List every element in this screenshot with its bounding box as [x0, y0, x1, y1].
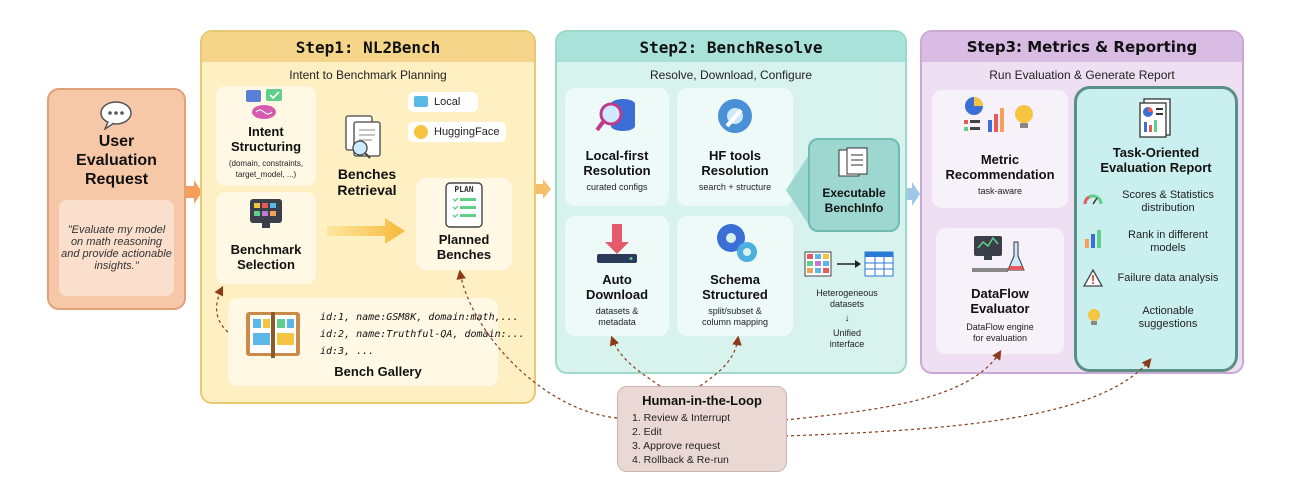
schema-sub: split/subset & column mapping [701, 306, 769, 327]
report-item-failure: Failure data analysis [1117, 272, 1219, 284]
plan-clipboard-icon [445, 182, 483, 228]
user-request-box: User Evaluation Request "Evaluate my mod… [47, 88, 186, 310]
speech-bubble-icon [100, 101, 132, 130]
folder-icon [414, 96, 428, 107]
step3-title: Step3: Metrics & Reporting [966, 38, 1198, 56]
local-first-sub: curated configs [586, 182, 648, 192]
hitl-item: 2. Edit [632, 426, 662, 438]
source-local: Local [408, 92, 478, 112]
step2-subtitle: Resolve, Download, Configure [649, 68, 813, 82]
evaluator-title: DataFlow Evaluator [970, 286, 1030, 316]
human-in-the-loop-box: Human-in-the-Loop 1. Review & Interrupt … [617, 386, 787, 472]
selection-screen-icon [250, 199, 282, 228]
intent-brain-icon [246, 89, 282, 119]
hf-tools-card: HF tools Resolution search + structure [677, 88, 793, 206]
auto-download-card: Auto Download datasets & metadata [565, 216, 669, 336]
exec-pointer [786, 150, 812, 230]
metrics-chart-icon [964, 97, 1033, 132]
unified-label: Unified interface [829, 328, 865, 349]
wrench-gear-icon [718, 99, 752, 133]
gallery-line-3: id:3, ... [320, 346, 375, 357]
step1-title: Step1: NL2Bench [295, 38, 441, 57]
report-title: Task-Oriented Evaluation Report [1100, 145, 1212, 175]
metric-recommendation-card: Metric Recommendation task-aware [932, 90, 1068, 208]
planned-title: Planned Benches [436, 232, 492, 262]
huggingface-icon [414, 125, 428, 139]
step2-title: Step2: BenchResolve [639, 38, 823, 57]
metric-title: Metric Recommendation [945, 152, 1055, 182]
gears-icon [717, 224, 757, 262]
selection-title: Benchmark Selection [230, 242, 302, 272]
warning-icon [1083, 269, 1103, 287]
local-first-card: Local-first Resolution curated configs [565, 88, 669, 206]
hetero-label: Heterogeneous datasets [816, 288, 878, 309]
table-transform-icon [804, 251, 894, 277]
step3-subtitle: Run Evaluation & Generate Report [989, 68, 1175, 82]
hitl-item: 4. Rollback & Re-run [632, 454, 729, 466]
report-item-suggestions: Actionable suggestions [1138, 305, 1198, 330]
user-title: User Evaluation Request [76, 133, 157, 188]
gallery-line-2: id:2, name:Truthful-QA, domain:... [320, 329, 525, 340]
step1-subtitle: Intent to Benchmark Planning [289, 68, 447, 82]
arrow-step2-to-step3 [905, 182, 920, 206]
source-huggingface: HuggingFace [408, 122, 506, 142]
executable-title: Executable BenchInfo [822, 186, 886, 215]
retrieval-documents-icon [345, 115, 381, 159]
intent-structuring-card: Intent Structuring (domain, constraints,… [216, 86, 316, 186]
hitl-item: 1. Review & Interrupt [632, 412, 731, 424]
report-document-icon [1139, 98, 1171, 138]
intent-title: Intent Structuring [230, 124, 302, 154]
gallery-book-icon [246, 312, 300, 358]
step1-panel: Step1: NL2Bench Intent to Benchmark Plan… [200, 30, 536, 404]
local-first-title: Local-first Resolution [583, 148, 651, 178]
gallery-title: Bench Gallery [334, 364, 422, 379]
hitl-title: Human-in-the-Loop [642, 393, 762, 408]
evaluator-lab-icon [972, 236, 1025, 272]
database-search-icon [595, 99, 635, 132]
download-icon [597, 224, 637, 263]
hetero-down-arrow: ↓ [844, 313, 850, 324]
evaluator-sub: DataFlow engine for evaluation [966, 322, 1034, 343]
hf-tools-sub: search + structure [698, 182, 772, 192]
retrieval-arrow [327, 218, 405, 244]
intent-sub: (domain, constraints, target_model, ...) [228, 159, 304, 179]
executable-benchinfo-box: Executable BenchInfo [808, 138, 900, 232]
auto-download-title: Auto Download [585, 272, 649, 302]
hitl-item: 3. Approve request [632, 440, 721, 452]
rank-chart-icon [1085, 230, 1101, 248]
report-item-scores: Scores & Statistics distribution [1122, 189, 1214, 214]
documents-icon [838, 147, 868, 177]
dataflow-evaluator-card: DataFlow Evaluator DataFlow engine for e… [936, 228, 1064, 354]
gauge-icon [1083, 194, 1103, 205]
hf-tools-title: HF tools Resolution [701, 148, 769, 178]
benchmark-selection-card: Benchmark Selection [216, 192, 316, 284]
hitl-list: 1. Review & Interrupt 2. Edit 3. Approve… [632, 411, 730, 467]
schema-title: Schema Structured [702, 272, 768, 302]
user-quote: "Evaluate my model on math reasoning and… [59, 200, 174, 296]
retrieval-title: Benches Retrieval [337, 166, 397, 198]
arrow-step1-to-step2 [535, 179, 551, 199]
planned-benches-card: PLAN Planned Benches [416, 178, 512, 270]
bench-gallery-card: id:1, name:GSM8K, domain:math,... id:2, … [228, 298, 525, 386]
plan-icon-label: PLAN [454, 185, 474, 194]
auto-download-sub: datasets & metadata [595, 306, 639, 327]
evaluation-report-box: Task-Oriented Evaluation Report Scores &… [1074, 86, 1238, 372]
gallery-line-1: id:1, name:GSM8K, domain:math,... [320, 312, 519, 323]
report-item-rank: Rank in different models [1128, 229, 1208, 254]
lightbulb-icon [1088, 309, 1100, 325]
arrow-user-to-step1 [184, 180, 202, 204]
schema-structured-card: Schema Structured split/subset & column … [677, 216, 793, 336]
metric-sub: task-aware [977, 186, 1022, 196]
